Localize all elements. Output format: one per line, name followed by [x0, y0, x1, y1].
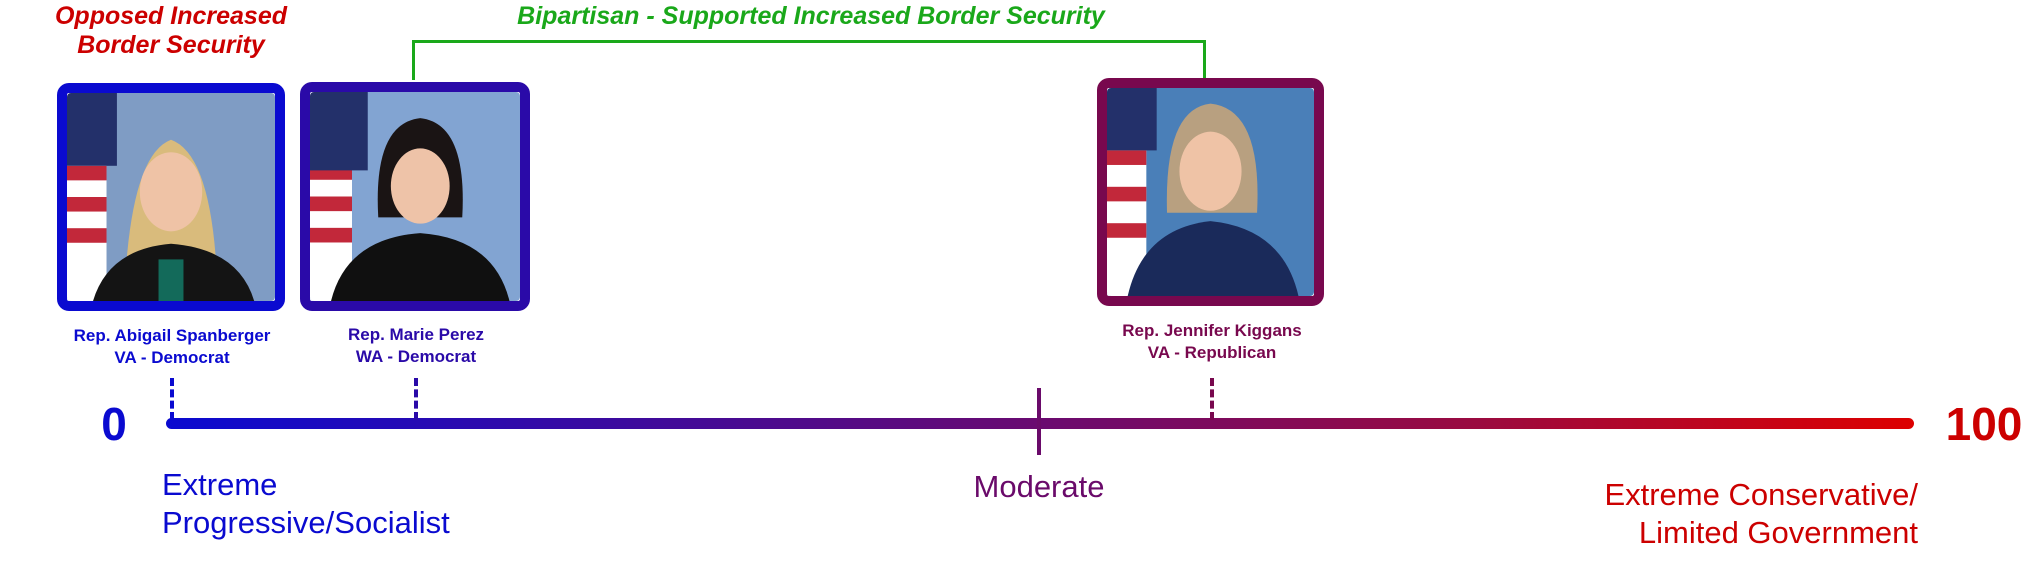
spanberger-photo [57, 83, 285, 311]
perez-marker [414, 378, 418, 420]
perez-affiliation: WA - Democrat [355, 347, 477, 366]
kiggans-label: Rep. Jennifer Kiggans VA - Republican [1122, 320, 1301, 364]
kiggans-marker [1210, 378, 1214, 420]
right-pole-label-line1: Extreme Conservative/ [1604, 477, 1918, 512]
left-pole-label-line2: Progressive/Socialist [162, 505, 450, 540]
kiggans-affiliation: VA - Republican [1147, 343, 1277, 362]
spanberger-marker [170, 378, 174, 420]
spanberger-affiliation: VA - Democrat [114, 348, 230, 367]
scale-max: 100 [1945, 398, 2023, 450]
bipartisan-bracket [412, 40, 1206, 80]
moderate-label: Moderate [973, 469, 1105, 504]
opposed-header-line1: Opposed Increased [54, 2, 288, 30]
right-pole-label-line2: Limited Government [1638, 515, 1918, 550]
perez-label: Rep. Marie Perez WA - Democrat [348, 324, 484, 368]
opposed-header-line2: Border Security [77, 31, 265, 59]
perez-name: Rep. Marie Perez [347, 325, 485, 344]
kiggans-name: Rep. Jennifer Kiggans [1122, 321, 1302, 340]
scale-min: 0 [101, 398, 127, 450]
kiggans-photo [1097, 78, 1324, 306]
spanberger-label: Rep. Abigail Spanberger VA - Democrat [74, 325, 271, 369]
left-pole-label-line1: Extreme [162, 467, 278, 502]
spanberger-name: Rep. Abigail Spanberger [73, 326, 271, 345]
perez-photo [300, 82, 530, 311]
bipartisan-header: Bipartisan - Supported Increased Border … [517, 2, 1105, 30]
left-pole-label: Extreme Progressive/Socialist [162, 466, 450, 542]
right-pole-label: Extreme Conservative/ Limited Government [1604, 476, 1918, 552]
moderate-tick [1037, 388, 1041, 455]
opposed-header: Opposed Increased Border Security [51, 2, 291, 60]
